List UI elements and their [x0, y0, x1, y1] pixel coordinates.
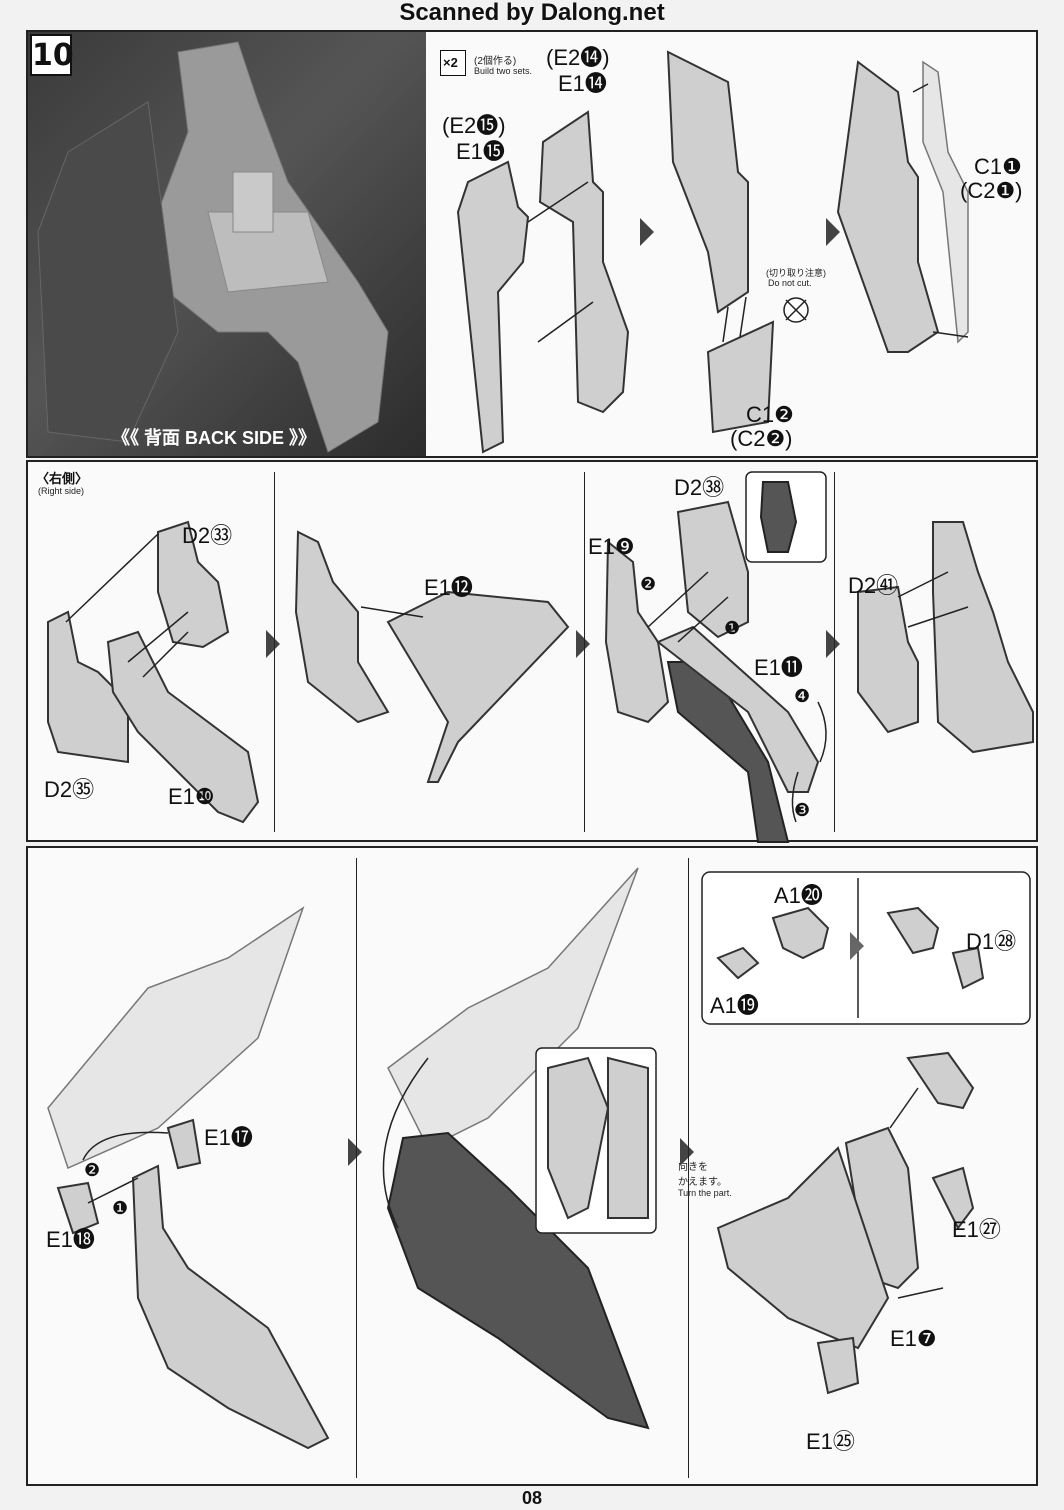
- part-label-e1-27: E1㉗: [952, 1217, 1001, 1242]
- part-label-d2-33: D2㉝: [182, 523, 233, 548]
- part-label-e1-12: E1⓬: [424, 575, 473, 600]
- next-step-arrow: [826, 630, 840, 658]
- part-label-e1-14: E1⓮: [558, 71, 607, 96]
- order-number-2: ❷: [640, 574, 657, 594]
- side-label-jp: 〈右側〉: [36, 471, 89, 486]
- top-instructions-panel: ×2 (2個作る) Build two sets. (E2⓮) E1⓮ (E2⓯…: [428, 32, 1036, 456]
- page-number: 08: [522, 1488, 543, 1508]
- part-label-d1-28: D1㉘: [966, 929, 1017, 954]
- top-assembly-diagram: [456, 50, 969, 454]
- order-number-3: ❸: [794, 800, 811, 820]
- part-label-d2-41: D2㊶: [848, 573, 899, 598]
- order-number-2: ❷: [84, 1160, 101, 1180]
- step-divider: [274, 472, 275, 832]
- model-photo-illustration: [37, 41, 389, 453]
- part-label-e2-14: (E2⓮): [546, 45, 610, 70]
- part-label-e1-11: E1⓫: [754, 655, 803, 680]
- side-label-en: (Right side): [38, 486, 85, 496]
- next-step-arrow: [576, 630, 590, 658]
- part-label-a1-19: A1⓳: [710, 993, 759, 1018]
- part-label-d2-38: D2㊳: [674, 475, 725, 500]
- part-label-e1-25: E1㉕: [806, 1429, 855, 1454]
- back-side-caption: 《《 背面 BACK SIDE 》》: [112, 428, 317, 448]
- order-number-1: ❶: [112, 1198, 129, 1218]
- scanner-watermark: Scanned by Dalong.net: [399, 0, 665, 26]
- part-label-e2-15: (E2⓯): [442, 113, 506, 138]
- build-two-jp: (2個作る): [474, 56, 517, 67]
- step-divider: [834, 472, 835, 832]
- next-step-arrow: [850, 932, 864, 960]
- next-step-arrow: [680, 1138, 694, 1166]
- part-label-a1-20: A1⓴: [774, 883, 823, 908]
- part-label-e1-18: E1⓲: [46, 1227, 95, 1252]
- step-number: 10: [30, 34, 74, 76]
- step-divider: [584, 472, 585, 832]
- x2-label: ×2: [443, 55, 458, 70]
- part-label-e1-10: E1❿: [168, 784, 215, 809]
- right-side-diagram: [47, 471, 1034, 843]
- order-number-1: ❶: [724, 618, 741, 638]
- turn-part-en: Turn the part.: [678, 1188, 732, 1198]
- next-step-arrow: [640, 218, 654, 246]
- part-label-c1-1: C1❶: [974, 154, 1022, 179]
- next-step-arrow: [266, 630, 280, 658]
- wing-assembly-section: E1⓱ E1⓲ ❷ ❶ 向きを かえます。 Turn the part. A1⓴…: [26, 846, 1038, 1486]
- cut-warning-en: Do not cut.: [768, 278, 812, 288]
- step-divider: [688, 858, 689, 1478]
- next-step-arrow: [348, 1138, 362, 1166]
- build-two-en: Build two sets.: [474, 66, 533, 76]
- part-label-c1-2: C1❷: [746, 402, 794, 427]
- part-label-e1-15: E1⓯: [456, 139, 505, 164]
- build-two-badge: ×2: [440, 50, 466, 76]
- part-label-e1-7: E1❼: [890, 1326, 937, 1351]
- next-step-arrow: [826, 218, 840, 246]
- part-label-e1-9: E1❾: [588, 534, 635, 559]
- part-label-d2-35: D2㉟: [44, 777, 95, 802]
- part-label-e1-17: E1⓱: [204, 1125, 253, 1150]
- back-side-photo: [28, 32, 426, 456]
- part-label-c2-2: (C2❷): [730, 426, 793, 451]
- step-divider: [356, 858, 357, 1478]
- part-label-c2-1: (C2❶): [960, 178, 1023, 203]
- turn-part-jp: 向きを かえます。: [678, 1162, 727, 1188]
- wing-assembly-diagram: [47, 867, 1031, 1450]
- order-number-4: ❹: [794, 686, 811, 706]
- cut-warning-jp: (切り取り注意): [766, 268, 826, 278]
- right-side-section: 〈右側〉 (Right side) D2㉝ D2㉟ E1❿ E1⓬ D2㊳: [26, 460, 1038, 843]
